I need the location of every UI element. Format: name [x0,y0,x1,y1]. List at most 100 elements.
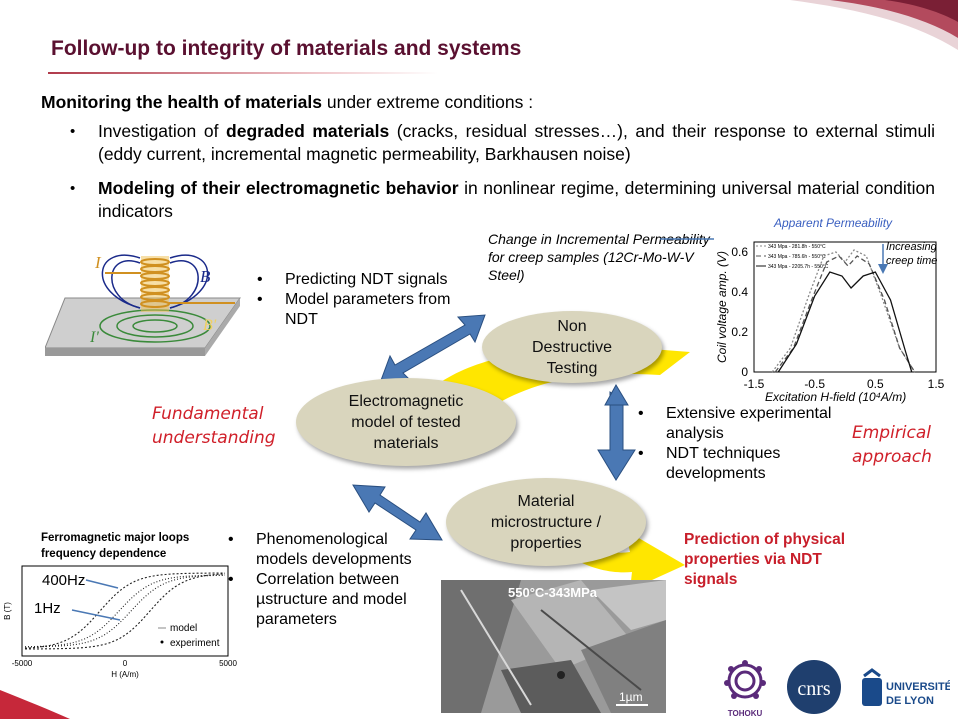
bullet-1: • Investigation of degraded materials (c… [70,120,935,166]
svg-text:DE LYON: DE LYON [886,695,934,707]
phenomenological-bullets: •Phenomenological models developments •C… [228,530,443,630]
material-ellipse: Material microstructure / properties [446,478,646,566]
phenomenological-bullet-text: Phenomenological models developments [256,531,412,568]
permeability-chart: 0 0.2 0.4 0.6 -1.5 -0.5 0.5 1.5 Coil voltage amp… [715,241,945,391]
x-axis-label: H (A/m) [111,670,139,679]
x-tick-label: -5000 [12,659,33,668]
micrograph-label: 550°C-343MPa [508,585,598,600]
prediction-label: Prediction of physical properties via ND… [684,531,846,588]
y-tick-label: 0.6 [731,245,748,259]
bullet-1-text: Investigation of degraded materials (cra… [98,120,935,166]
phenomenological-bullet-item: •Correlation between µstructure and mode… [228,571,407,628]
empirical-label: Empirical approach [852,423,932,467]
em-model-ellipse: Electromagnetic model of tested material… [296,378,516,466]
hysteresis-chart-title: Ferromagnetic major loops frequency depe… [41,532,190,560]
series-line [771,249,916,373]
phenomenological-bullet-item: •Phenomenological models developments [228,531,412,568]
coil-current-label: I [94,253,102,272]
x-tick-label: 5000 [219,659,237,668]
x-tick-label: -0.5 [804,377,825,391]
experimental-bullets: •Extensive experimental analysis •NDT te… [638,404,853,484]
loop-curve [24,572,226,649]
phenomenological-bullet-text: Correlation between µstructure and model… [256,571,407,628]
coil-field-label: B [200,267,211,286]
lead-rest: under extreme conditions : [322,92,534,112]
scale-bar [616,704,648,706]
y-tick-label: 0.2 [731,325,748,339]
title-underline [48,72,438,74]
pointer-arrow [85,579,119,589]
svg-text:TOHOKU: TOHOKU [728,709,763,718]
tohoku-logo: TOHOKU [724,660,766,718]
page-title: Follow-up to integrity of materials and … [51,37,522,60]
eddy-current-coil-diagram: I B B' I' [45,253,241,356]
material-ellipse-label: Material microstructure / properties [490,492,602,552]
bullet-1-pre: Investigation of [98,121,227,141]
bullet-1-bold: degraded materials [226,121,390,141]
ndt-bullet-text: Predicting NDT signals [285,271,448,288]
series-line [777,271,913,373]
cnrs-logo: cnrs [787,660,841,714]
universite-de-lyon-logo: UNIVERSITÉ DE LYON [862,668,950,707]
experimental-bullet-text: Extensive experimental analysis [666,405,832,442]
loop-curve [24,574,226,648]
bullet-dot: • [70,180,76,197]
plot-frame [753,241,937,373]
permeability-chart-xlabel: Excitation H-field (10⁴A/m) [765,390,907,404]
bullet-2-post: in nonlinear regime, determining univers… [98,178,935,221]
plot-frame [21,565,229,657]
fundamental-label: Fundamental understanding [152,404,276,448]
bullet-1-post: (cracks, residual stresses…), and their … [98,121,935,164]
ndt-bullet-item: •Model parameters from NDT [257,291,451,328]
creep-time-arrow [878,244,888,274]
coil-current-prime-label: I' [89,329,99,346]
ndt-ellipse-label: Non Destructive Testing [531,317,613,377]
bottom-swoosh-decoration [0,690,70,719]
lead-sentence: Monitoring the health of materials under… [41,92,533,113]
legend-entry: 343 Mpa - 2205.7h - 550°C [768,264,829,270]
em-model-ellipse-label: Electromagnetic model of tested material… [348,392,464,452]
legend-entry: model [170,623,197,634]
loop-curve [24,574,226,648]
ndt-bullet-item: •Predicting NDT signals [257,271,448,288]
x-tick-label: 1.5 [928,377,945,391]
bullet-2-bold: Modeling of their electromagnetic behavi… [98,178,459,198]
micrograph-scale: 1µm [619,690,643,704]
experimental-bullet-item: •Extensive experimental analysis [638,405,832,442]
freq-400hz-label: 400Hz [42,572,85,589]
permeability-chart-panel: Apparent Permeability 0 0.2 0.4 0.6 -1.5 -0.5… [714,214,946,404]
ndt-bullets: •Predicting NDT signals •Model parameter… [257,270,457,330]
ndt-ellipse: Non Destructive Testing [482,311,662,383]
pointer-arrow [71,609,121,621]
corner-swoosh-decoration [790,0,958,50]
y-tick-label: 0.4 [731,285,748,299]
svg-text:UNIVERSITÉ: UNIVERSITÉ [886,680,950,693]
freq-1hz-label: 1Hz [34,600,61,617]
svg-text:cnrs: cnrs [797,678,831,700]
experimental-bullet-text: NDT techniques developments [666,445,781,482]
bullet-2-text: Modeling of their electromagnetic behavi… [98,177,935,223]
x-tick-label: 0.5 [867,377,884,391]
legend-entry: 343 Mpa - 785.6h - 550°C [768,254,826,260]
lead-bold: Monitoring the health of materials [41,92,322,112]
legend-swatch [160,640,164,644]
y-tick-label: 0 [741,365,748,379]
ndt-bullet-text: Model parameters from NDT [285,291,451,328]
creep-caption: Change in Incremental Permeability for c… [488,231,710,283]
experimental-bullet-item: •NDT techniques developments [638,445,781,482]
x-tick-label: -1.5 [744,377,765,391]
loop-curve [24,573,226,650]
hysteresis-chart: -5000 0 5000 H (A/m) B (T) 400Hz 1Hz model exper… [3,565,237,679]
legend-entry: 343 Mpa - 281.8h - 550°C [768,244,826,250]
y-axis-label: Coil voltage amp. (V) [715,251,729,363]
permeability-chart-title: Apparent Permeability [774,216,893,230]
y-axis-label: B (T) [3,602,12,620]
creep-time-annotation: Increasing creep time [886,241,938,267]
bullet-2: • Modeling of their electromagnetic beha… [70,177,935,223]
legend-entry: experiment [170,638,220,649]
series-line [774,255,916,373]
micrograph-image [441,580,666,713]
coil-field-prime-label: B' [203,317,217,334]
x-tick-label: 0 [123,659,128,668]
bullet-dot: • [70,123,76,140]
